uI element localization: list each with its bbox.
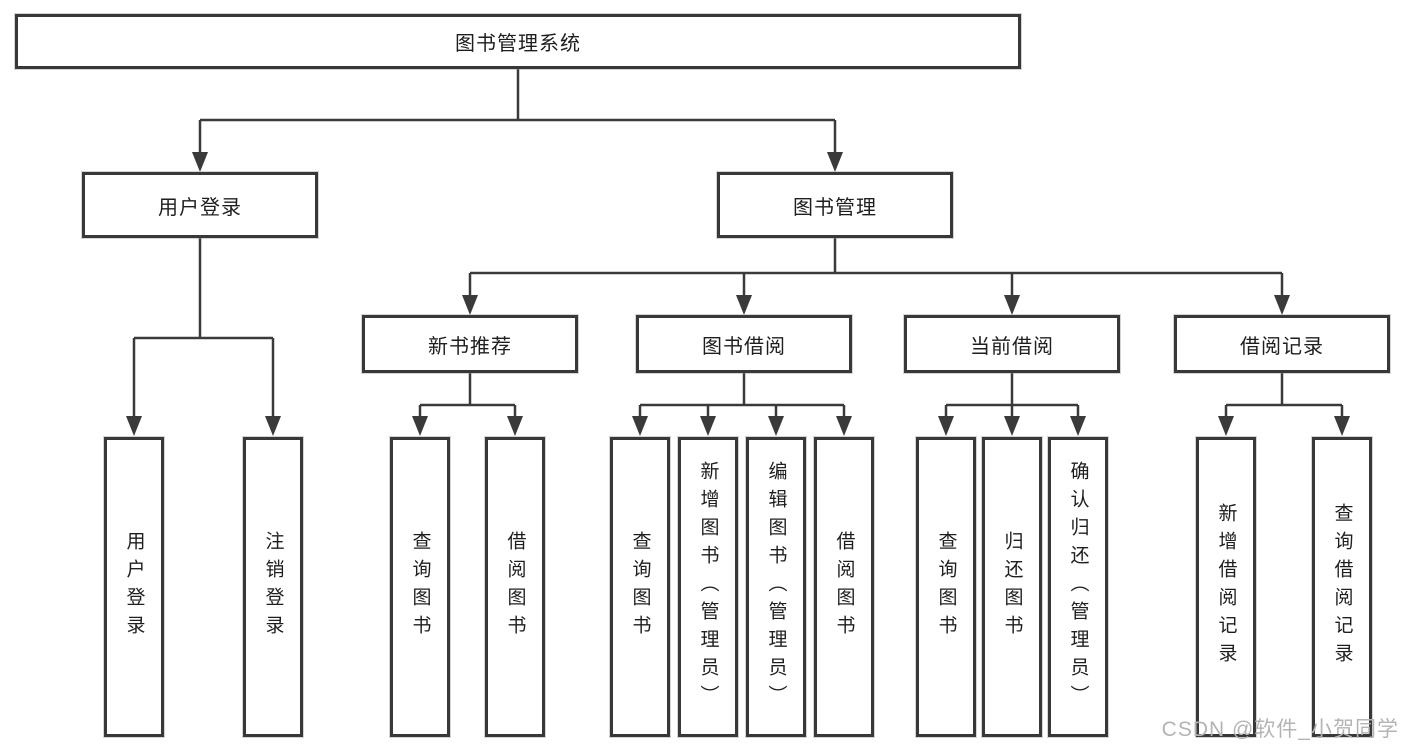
leaf-confirm-return-admin: 确认归还（管理员）	[1048, 437, 1108, 737]
leaf-add-book-admin: 新增图书（管理员）	[678, 437, 738, 737]
leaf-query-book-borrow-label: 查询图书	[629, 531, 651, 643]
leaf-logout-label: 注销登录	[262, 531, 284, 643]
leaf-confirm-return-admin-label: 确认归还（管理员）	[1067, 461, 1089, 713]
node-user-login: 用户登录	[82, 172, 318, 238]
leaf-add-borrow-record: 新增借阅记录	[1196, 437, 1256, 737]
leaf-borrow-book: 借阅图书	[814, 437, 874, 737]
leaf-query-book-recommend-label: 查询图书	[409, 531, 431, 643]
leaf-logout: 注销登录	[243, 437, 303, 737]
node-new-book-recommendation: 新书推荐	[362, 315, 578, 373]
leaf-borrow-book-recommend-label: 借阅图书	[504, 531, 526, 643]
leaf-query-book-current: 查询图书	[916, 437, 976, 737]
node-borrowing-record: 借阅记录	[1174, 315, 1390, 373]
node-book-management: 图书管理	[717, 172, 953, 238]
node-current-borrowing: 当前借阅	[904, 315, 1120, 373]
leaf-user-login: 用户登录	[104, 437, 164, 737]
node-book-borrowing: 图书借阅	[636, 315, 852, 373]
leaf-query-book-current-label: 查询图书	[935, 531, 957, 643]
leaf-query-book-borrow: 查询图书	[610, 437, 670, 737]
leaf-return-book: 归还图书	[982, 437, 1042, 737]
leaf-add-borrow-record-label: 新增借阅记录	[1215, 503, 1237, 671]
leaf-query-borrow-record-label: 查询借阅记录	[1331, 503, 1353, 671]
leaf-user-login-label: 用户登录	[123, 531, 145, 643]
leaf-edit-book-admin-label: 编辑图书（管理员）	[765, 461, 787, 713]
leaf-return-book-label: 归还图书	[1001, 531, 1023, 643]
leaf-query-borrow-record: 查询借阅记录	[1312, 437, 1372, 737]
leaf-borrow-book-label: 借阅图书	[833, 531, 855, 643]
leaf-query-book-recommend: 查询图书	[390, 437, 450, 737]
node-root-system: 图书管理系统	[15, 14, 1021, 69]
leaf-edit-book-admin: 编辑图书（管理员）	[746, 437, 806, 737]
csdn-watermark: CSDN @软件_小贺同学	[1161, 718, 1399, 741]
leaf-add-book-admin-label: 新增图书（管理员）	[697, 461, 719, 713]
leaf-borrow-book-recommend: 借阅图书	[485, 437, 545, 737]
